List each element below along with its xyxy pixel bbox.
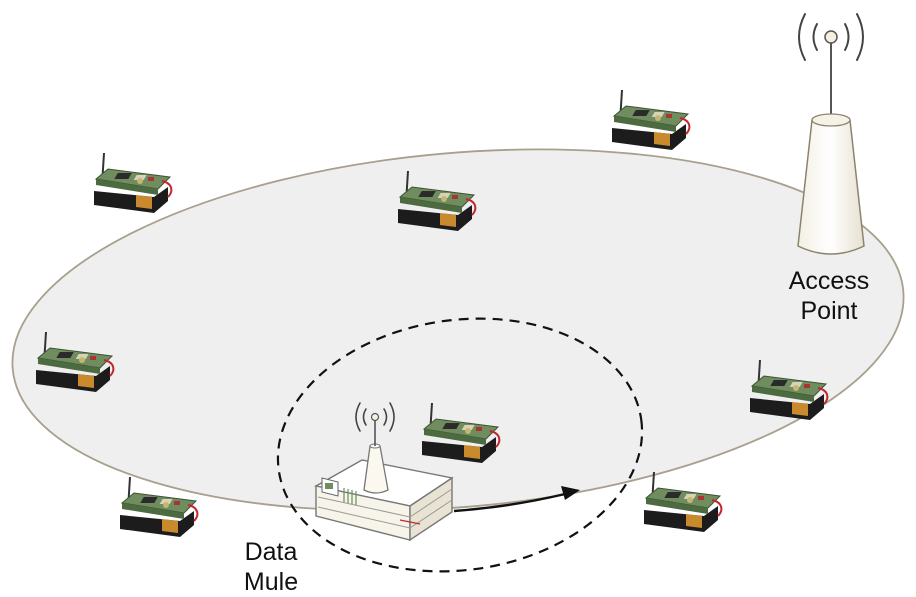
- data-mule-range: [276, 317, 644, 573]
- data-mule-router-icon: [314, 412, 454, 542]
- access-point-label-line1: Access: [788, 267, 870, 295]
- data-mule-label-line2: Mule: [243, 568, 299, 596]
- arrowhead-icon: [561, 486, 580, 500]
- data-mule-label-line1: Data: [244, 538, 298, 566]
- sensor-node-icon: [611, 89, 691, 151]
- sensor-node-icon: [643, 471, 723, 533]
- access-point-label: Access Point: [770, 266, 888, 326]
- access-point-tower-icon: [797, 30, 865, 255]
- sensor-node-icon: [93, 152, 173, 214]
- wifi-signal-icon: [798, 13, 864, 61]
- mule-path-arrow: [453, 492, 566, 513]
- wifi-signal-icon: [355, 402, 395, 432]
- coverage-field: [11, 148, 905, 512]
- access-point-label-line2: Point: [800, 297, 858, 325]
- data-mule-label: Data Mule: [226, 537, 316, 597]
